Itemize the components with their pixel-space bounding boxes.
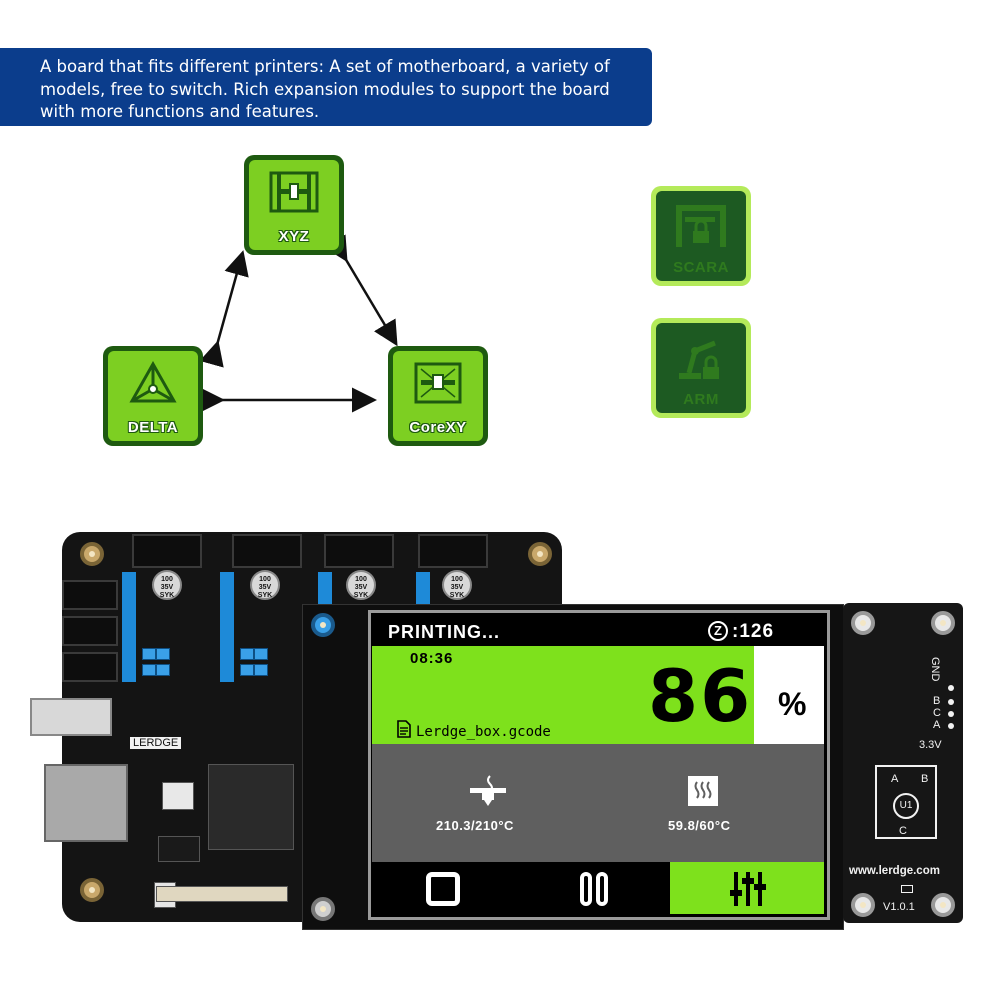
z-height: :126: [732, 621, 775, 642]
mounting-hole: [851, 893, 875, 917]
nozzle-temperature: 210.3/210°C: [436, 818, 514, 833]
jumper: [156, 664, 170, 676]
mounting-hole: [80, 542, 104, 566]
encoder-pin-a: A: [891, 773, 899, 785]
driver-header: [122, 572, 136, 682]
jumper: [240, 648, 254, 660]
stop-button[interactable]: [426, 872, 460, 906]
lcd-ribbon-connector: [156, 886, 288, 902]
file-icon: [397, 720, 411, 738]
arrow-xyz-delta: [199, 250, 249, 368]
corexy-frame-icon: [414, 362, 462, 404]
arm-lock-icon: [679, 340, 719, 379]
mounting-hole: [528, 542, 552, 566]
version-label: V1.0.1: [883, 901, 915, 913]
pin-a-label: A: [933, 719, 941, 731]
endstop-connector: [62, 580, 118, 610]
sd-card-slot: [44, 764, 128, 842]
pin-b-label: B: [933, 695, 941, 707]
motor-connector: [132, 534, 202, 568]
scara-lock-icon: [676, 205, 726, 247]
progress-percent: %: [778, 686, 807, 722]
print-status: PRINTING...: [388, 622, 501, 642]
progress-remaining: [754, 646, 824, 744]
arrow-xyz-corexy: [324, 234, 398, 347]
mode-delta-label: DELTA: [127, 419, 179, 436]
description-banner: A board that fits different printers: A …: [0, 48, 652, 126]
pause-button[interactable]: [578, 872, 612, 906]
mode-arm-tile: ARM: [651, 318, 751, 418]
mode-xyz-label: XYZ: [278, 228, 310, 245]
heated-bed-icon: [688, 776, 718, 806]
usb-port: [30, 698, 112, 736]
motor-connector: [324, 534, 394, 568]
mounting-hole: [931, 893, 955, 917]
banner-line-1: A board that fits different printers: A …: [40, 57, 610, 76]
driver-header: [220, 572, 234, 682]
mode-xyz-tile: XYZ: [244, 155, 344, 255]
pin-pad: [948, 685, 954, 691]
mode-corexy-tile: CoreXY: [388, 346, 488, 446]
endstop-connector: [62, 616, 118, 646]
mode-scara-tile: SCARA: [651, 186, 751, 286]
smd-led: [901, 885, 913, 893]
touch-adapter-board: GND B C A 3.3V A B U1 C www.lerdge.com V…: [843, 603, 963, 923]
mode-arm-label: ARM: [683, 391, 719, 408]
xyz-frame-icon: [269, 171, 319, 213]
mounting-hole: [311, 613, 335, 637]
jumper: [254, 664, 268, 676]
encoder-pin-c: C: [899, 825, 907, 837]
mode-switch-arrows: [199, 234, 398, 413]
gnd-label: GND: [929, 657, 941, 682]
mode-corexy-label: CoreXY: [409, 419, 467, 436]
bed-temperature: 59.8/60°C: [668, 818, 731, 833]
progress-panel: [372, 646, 754, 744]
mode-scara-label: SCARA: [673, 259, 729, 276]
jumper: [142, 664, 156, 676]
status-bar: [372, 616, 824, 646]
pin-pad: [948, 699, 954, 705]
mounting-hole: [80, 878, 104, 902]
encoder-footprint: [875, 765, 937, 839]
brand-silkscreen: LERDGE: [130, 737, 182, 749]
regulator-chip: [158, 836, 200, 862]
mounting-hole: [311, 897, 335, 921]
progress-value: 86: [648, 654, 753, 738]
encoder-u1: U1: [893, 793, 919, 819]
mode-delta-tile: DELTA: [103, 346, 203, 446]
settings-sliders-icon[interactable]: [728, 870, 768, 908]
website-label: www.lerdge.com: [849, 865, 940, 877]
printer-display: PRINTING... Z :126 08:36 86 % Lerdge_box…: [372, 616, 824, 914]
print-time: 08:36: [410, 650, 454, 667]
pin-pad: [948, 723, 954, 729]
pin-c-label: C: [933, 707, 941, 719]
esd-warning-label: [162, 782, 194, 810]
power-label: 3.3V: [919, 739, 942, 751]
mounting-hole: [931, 611, 955, 635]
encoder-pin-b: B: [921, 773, 929, 785]
jumper: [142, 648, 156, 660]
jumper: [240, 664, 254, 676]
temperature-panel: [372, 744, 824, 862]
pin-pad: [948, 711, 954, 717]
banner-line-3: with more functions and features.: [40, 102, 320, 121]
mounting-hole: [851, 611, 875, 635]
jumper: [254, 648, 268, 660]
motor-connector: [232, 534, 302, 568]
mcu-chip: [208, 764, 294, 850]
nozzle-icon: [470, 775, 506, 806]
motor-connector: [418, 534, 488, 568]
delta-printer-icon: [129, 361, 177, 403]
file-name: Lerdge_box.gcode: [416, 724, 551, 740]
banner-line-2: models, free to switch. Rich expansion m…: [40, 79, 610, 99]
endstop-connector: [62, 652, 118, 682]
z-axis-icon: Z: [708, 621, 728, 641]
jumper: [156, 648, 170, 660]
